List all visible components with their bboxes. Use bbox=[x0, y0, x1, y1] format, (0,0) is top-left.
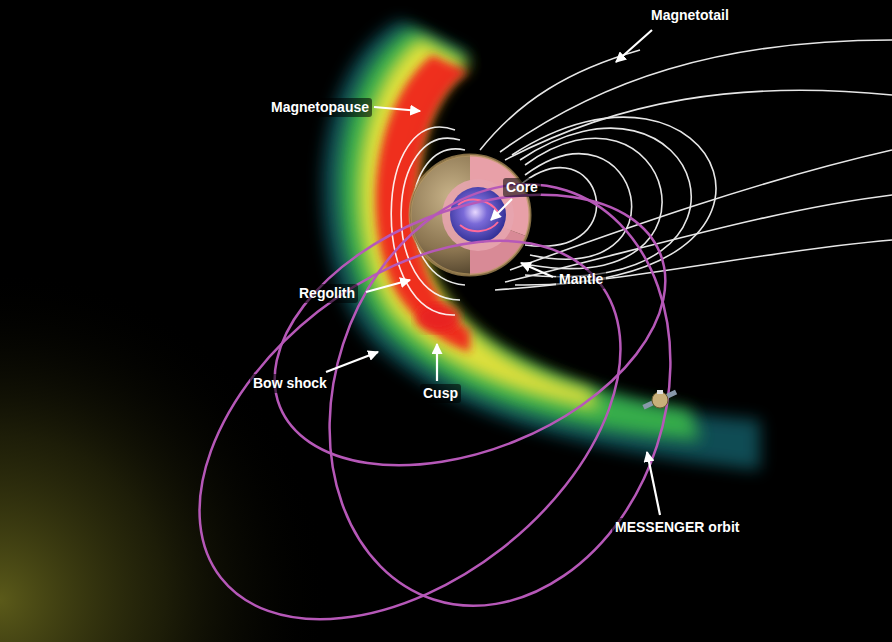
leader-arrow bbox=[436, 344, 438, 381]
mercury-planet bbox=[410, 155, 530, 275]
callout-label: Core bbox=[503, 178, 541, 197]
leader-arrow bbox=[647, 452, 660, 515]
core-sphere bbox=[450, 187, 506, 243]
leader-arrow bbox=[366, 280, 410, 292]
leader-arrow bbox=[374, 107, 420, 111]
callout-label: Cusp bbox=[420, 384, 461, 403]
callout-label: Bow shock bbox=[250, 374, 330, 393]
callout-label: MESSENGER orbit bbox=[612, 518, 742, 537]
callout-label: Mantle bbox=[556, 270, 606, 289]
cusp-region bbox=[416, 304, 460, 332]
leader-arrow bbox=[491, 199, 512, 220]
callout-label: Magnetopause bbox=[268, 98, 372, 117]
leader-arrow bbox=[521, 263, 553, 277]
callout-label: Magnetotail bbox=[648, 6, 732, 25]
regolith-layer bbox=[410, 155, 530, 275]
leader-arrow bbox=[326, 352, 378, 372]
leader-arrow bbox=[616, 30, 652, 62]
messenger-orbits bbox=[129, 140, 724, 642]
messenger-spacecraft bbox=[642, 390, 677, 410]
field-lines bbox=[391, 40, 892, 315]
callout-label: Regolith bbox=[296, 284, 358, 303]
